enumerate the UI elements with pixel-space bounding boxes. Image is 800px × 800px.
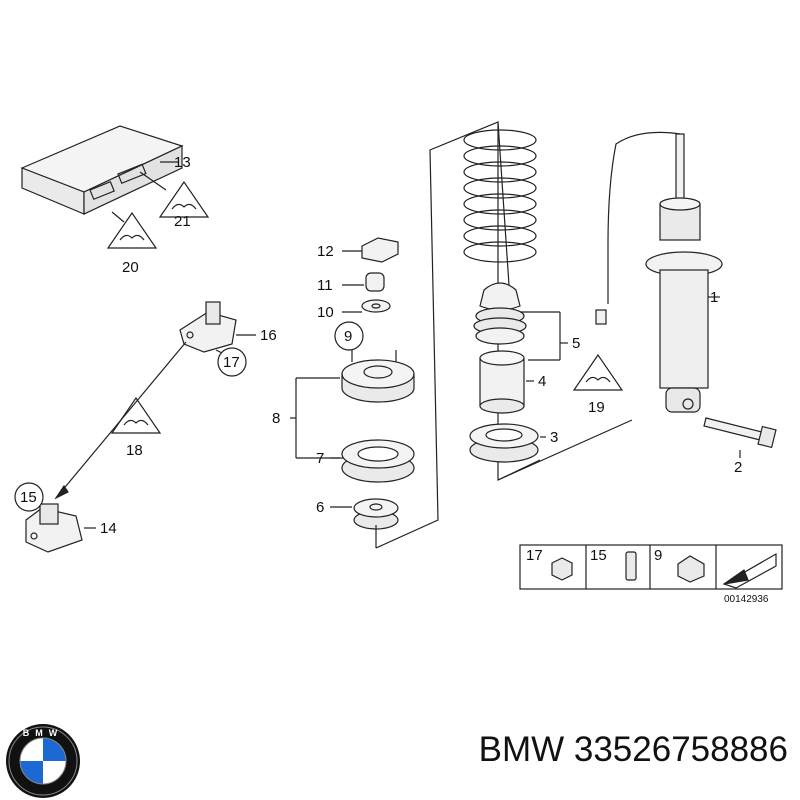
- spring-pad-part-7: [341, 439, 415, 483]
- label-8: 8: [272, 410, 280, 427]
- label-17: 17: [223, 354, 240, 371]
- label-13: 13: [174, 154, 191, 171]
- label-5: 5: [572, 335, 580, 352]
- warning-triangle-19-icon: [572, 353, 624, 391]
- label-16: 16: [260, 327, 277, 344]
- label-11: 11: [317, 277, 333, 294]
- label-6: 6: [316, 499, 324, 516]
- warning-triangle-21-icon: [158, 180, 210, 218]
- label-2: 2: [734, 459, 742, 476]
- bracket-part-12: [361, 237, 399, 263]
- warning-triangle-20-icon: [106, 211, 158, 249]
- rubber-bush-part-11: [365, 272, 385, 292]
- label-19: 19: [588, 399, 605, 416]
- height-sensor-part-14: [25, 503, 83, 553]
- label-12: 12: [317, 243, 334, 260]
- coil-spring: [463, 129, 537, 263]
- cap-part-6: [353, 498, 399, 530]
- legend-label-9: 9: [654, 547, 662, 564]
- warning-triangle-18-icon: [110, 396, 162, 434]
- protection-tube-part-4: [479, 350, 525, 414]
- screw-15-icon: [625, 551, 637, 581]
- label-20: 20: [122, 259, 139, 276]
- nut-17-icon: [551, 557, 573, 581]
- fastener-legend: [519, 544, 783, 590]
- legend-label-17: 17: [526, 547, 543, 564]
- sensor-bracket-part-16: [179, 301, 237, 353]
- label-9: 9: [344, 328, 352, 345]
- logo-letters: BMW: [23, 728, 64, 738]
- bmw-logo-icon: BMW: [6, 724, 80, 798]
- label-3: 3: [550, 429, 558, 446]
- bump-stop-part-5: [473, 282, 527, 345]
- label-18: 18: [126, 442, 143, 459]
- control-unit-part-13: [20, 125, 184, 215]
- label-14: 14: [100, 520, 117, 537]
- part-caption: BMW 33526758886: [478, 730, 788, 769]
- callout-circle-17: [217, 347, 247, 377]
- label-10: 10: [317, 304, 334, 321]
- strut-mount-part-8: [341, 350, 415, 403]
- label-21: 21: [174, 213, 191, 230]
- washer-part-10: [361, 299, 391, 313]
- shock-absorber-part-1: [645, 133, 723, 413]
- spring-pad-part-3: [469, 423, 539, 463]
- callout-circle-9: [334, 321, 364, 351]
- collar-nut-9-icon: [677, 555, 705, 583]
- label-1: 1: [710, 289, 718, 306]
- bolt-part-2: [703, 417, 777, 449]
- label-15: 15: [20, 489, 37, 506]
- callout-circle-15: [14, 482, 44, 512]
- legend-label-15: 15: [590, 547, 607, 564]
- diagram-code: 00142936: [724, 594, 769, 605]
- label-4: 4: [538, 373, 546, 390]
- label-7: 7: [316, 450, 324, 467]
